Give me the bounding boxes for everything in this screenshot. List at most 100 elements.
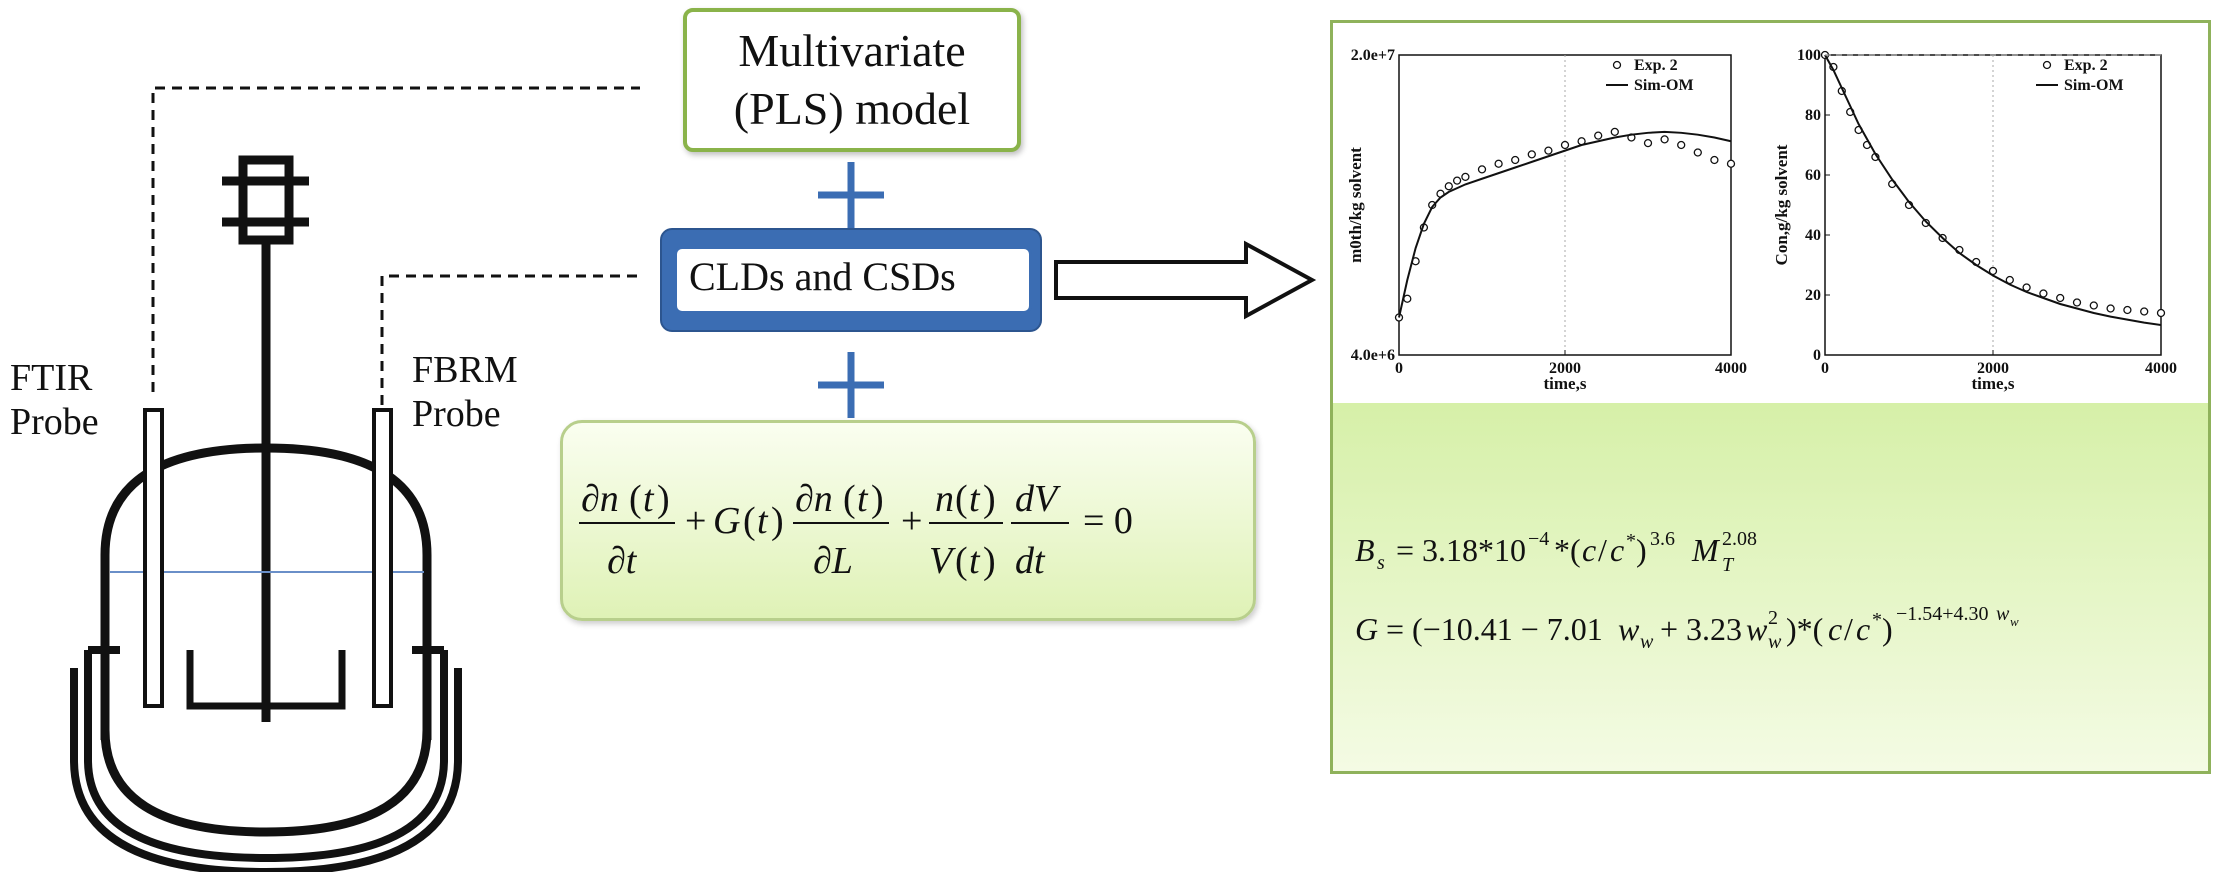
- data-point-exp2: [1452, 176, 1462, 185]
- data-point-exp2: [2072, 298, 2082, 307]
- y-tick-label: 40: [1805, 227, 1821, 244]
- svg-text:3.6: 3.6: [1650, 528, 1675, 550]
- svg-text:c: c: [1610, 532, 1624, 568]
- svg-text:∂L: ∂L: [813, 540, 853, 582]
- svg-text:2: 2: [1768, 607, 1778, 629]
- svg-text:*(: *(: [1554, 532, 1581, 568]
- y-tick-label: 80: [1805, 107, 1821, 124]
- svg-text:−1.54+4.30: −1.54+4.30: [1896, 603, 1989, 625]
- data-point-exp2: [2156, 308, 2166, 318]
- svg-text:(: (: [843, 478, 856, 520]
- y-tick-label: 2.0e+7: [1351, 47, 1395, 64]
- y-tick-label: 100: [1797, 47, 1821, 64]
- svg-text:w: w: [1618, 611, 1640, 647]
- svg-text:+: +: [685, 500, 706, 542]
- svg-text:n: n: [935, 478, 954, 520]
- svg-text:∂t: ∂t: [607, 540, 638, 582]
- data-point-exp2: [1461, 172, 1470, 182]
- svg-text:= 3.18*10: = 3.18*10: [1396, 532, 1526, 568]
- svg-text:c: c: [1582, 532, 1596, 568]
- legend-label: Sim-OM: [2064, 77, 2124, 94]
- legend-label: Exp. 2: [2064, 57, 2108, 74]
- data-point-exp2: [1693, 148, 1702, 157]
- data-point-exp2: [1527, 150, 1536, 159]
- svg-text:w: w: [1768, 631, 1782, 653]
- data-point-exp2: [1710, 155, 1719, 165]
- data-point-exp2: [1921, 218, 1930, 228]
- data-point-exp2: [1477, 165, 1487, 174]
- svg-text:)*(: )*(: [1786, 611, 1823, 647]
- svg-text:t: t: [969, 540, 981, 582]
- x-tick-label: 2000: [1977, 360, 2009, 377]
- svg-text:t: t: [757, 500, 769, 542]
- y-axis-label: Con,g/kg solvent: [1772, 144, 1791, 265]
- svg-text:+: +: [901, 500, 922, 542]
- cld-csd-box: CLDs and CSDs: [660, 228, 1042, 332]
- y-tick-label: 4.0e+6: [1351, 347, 1395, 364]
- svg-text:): ): [1882, 611, 1893, 647]
- ftir-label-line1: FTIR: [10, 357, 93, 399]
- svg-text:G: G: [1355, 611, 1378, 647]
- y-tick-label: 0: [1813, 347, 1821, 364]
- svg-text:w: w: [1746, 611, 1768, 647]
- svg-text:(: (: [629, 478, 642, 520]
- svg-text:dV: dV: [1015, 478, 1061, 520]
- data-point-exp2: [1511, 155, 1520, 165]
- svg-text:(: (: [955, 478, 968, 520]
- data-point-exp2: [1610, 127, 1619, 137]
- svg-text:/: /: [1844, 611, 1853, 647]
- svg-text:V: V: [929, 540, 956, 582]
- svg-text:c: c: [1856, 611, 1870, 647]
- data-point-exp2: [1544, 146, 1553, 155]
- svg-text:): ): [983, 478, 996, 520]
- fbrm-connection-line: [380, 274, 640, 405]
- svg-text:t: t: [969, 478, 981, 520]
- svg-text:∂n: ∂n: [795, 478, 833, 520]
- svg-text:): ): [871, 478, 884, 520]
- data-point-exp2: [2039, 289, 2048, 298]
- svg-text:w: w: [1640, 631, 1654, 653]
- svg-text:−4: −4: [1528, 528, 1549, 550]
- cld-csd-label: CLDs and CSDs: [674, 246, 1032, 314]
- x-tick-label: 4000: [1715, 360, 1747, 377]
- series-line-sim-om: [1824, 54, 2162, 326]
- reactor-bottom: [100, 729, 432, 837]
- data-point-exp2: [1594, 131, 1603, 140]
- data-point-exp2: [1677, 140, 1686, 150]
- svg-text:(: (: [955, 540, 968, 582]
- population-balance-equation: ∂n (t) ∂t + G (t) ∂n (t) ∂L + n (t) V (t…: [579, 478, 1133, 582]
- svg-text:): ): [983, 540, 996, 582]
- legend-label: Sim-OM: [1634, 77, 1694, 94]
- fbrm-label-line2: Probe: [412, 393, 501, 435]
- reactor-jacket-inner: [84, 650, 448, 863]
- svg-text:T: T: [1722, 554, 1735, 576]
- reactor-vessel: [100, 443, 432, 740]
- data-point-exp2: [1444, 182, 1453, 191]
- data-point-exp2: [2089, 301, 2098, 310]
- svg-text:): ): [771, 500, 784, 542]
- data-point-exp2: [1660, 135, 1669, 144]
- ftir-probe-label: FTIR Probe: [10, 356, 99, 444]
- svg-text:*: *: [1872, 609, 1882, 631]
- data-point-exp2: [1726, 159, 1736, 168]
- series-line-sim-om: [1398, 130, 1732, 318]
- fbrm-probe-label: FBRM Probe: [412, 348, 518, 436]
- ftir-connection-line: [151, 86, 640, 392]
- svg-text:w: w: [1996, 603, 2010, 625]
- y-tick-label: 20: [1805, 287, 1821, 304]
- reactor-diagram: [70, 86, 640, 872]
- svg-text:c: c: [1828, 611, 1842, 647]
- svg-text:M: M: [1691, 532, 1721, 568]
- data-point-exp2: [2106, 304, 2115, 313]
- x-tick-label: 0: [1821, 360, 1829, 377]
- x-axis-label: time,s: [1972, 374, 2015, 393]
- x-axis-label: time,s: [1544, 374, 1587, 393]
- svg-text:G: G: [713, 500, 740, 542]
- reactor-jacket-outer: [70, 646, 462, 872]
- svg-text:): ): [657, 478, 670, 520]
- model-box-line2: (PLS) model: [733, 83, 971, 134]
- plus-icon: [818, 162, 884, 228]
